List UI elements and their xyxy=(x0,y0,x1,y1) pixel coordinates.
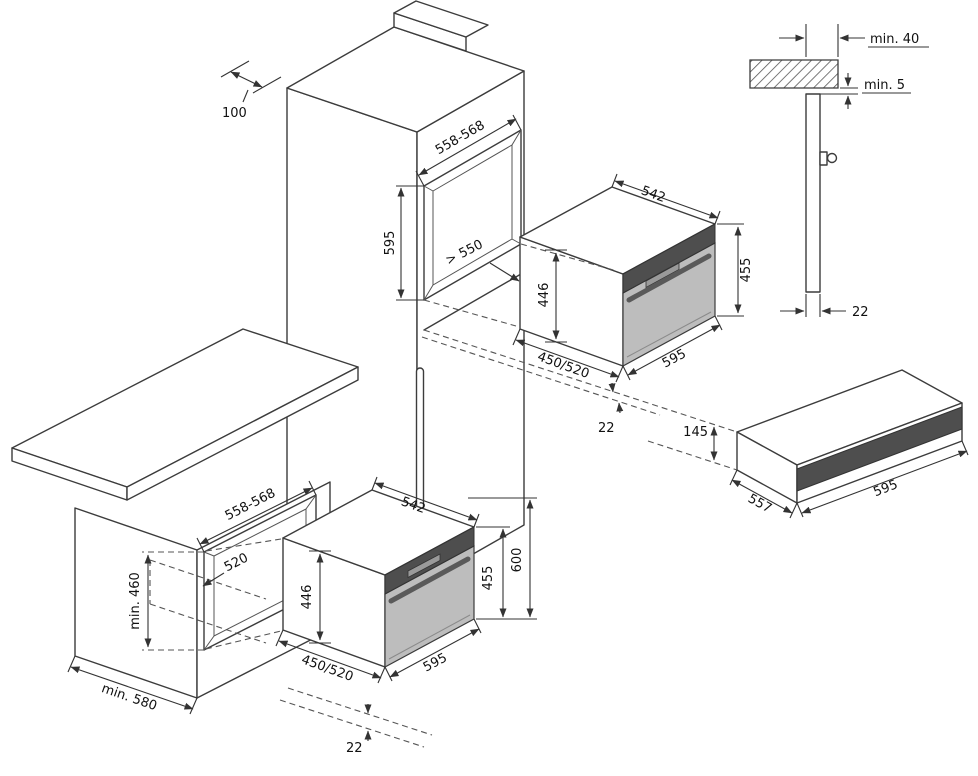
label-lower-oven-body-height: 446 xyxy=(300,585,315,610)
worktop-right-edge xyxy=(126,366,359,501)
base-cabinet xyxy=(11,328,359,699)
dim-tall-niche-height-ticks xyxy=(396,185,424,301)
warming-drawer xyxy=(736,369,963,504)
label-lower-oven-front-width: 595 xyxy=(421,650,450,675)
wall-detail-fitting-bracket xyxy=(819,151,828,166)
tall-cabinet-top-face xyxy=(286,26,525,133)
dim-tall-niche-width-ticks xyxy=(415,114,522,187)
label-lower-oven-front-offset: 22 xyxy=(346,741,363,756)
label-upper-oven-front-width: 595 xyxy=(660,346,689,371)
dim-lower-oven-worktop-height: 600 xyxy=(468,497,537,620)
dim-upper-oven-front-offset: 22 xyxy=(598,382,624,436)
dim-upper-oven-front-height: 455 xyxy=(717,223,754,317)
tall-cabinet-door-top-edge xyxy=(423,273,522,331)
dim-lower-oven-front-height: 455 xyxy=(476,526,510,620)
dim-upper-oven-front-width-ticks xyxy=(622,315,723,381)
label-upper-oven-depth: 450/520 xyxy=(535,349,591,382)
lower-oven-handle xyxy=(388,556,471,604)
upper-oven xyxy=(519,186,716,368)
dim-lower-oven-width-line xyxy=(374,482,478,521)
dashed-niche-to-oven-top xyxy=(520,243,618,272)
label-drawer-width: 595 xyxy=(871,477,900,500)
wall-detail-fitting-knob xyxy=(826,152,838,164)
label-upper-oven-body-height: 446 xyxy=(537,283,552,308)
dashed-lower-offset-line-2 xyxy=(279,699,425,748)
tall-cabinet-top-step-top xyxy=(393,0,489,38)
dim-drawer-depth-ticks xyxy=(729,469,798,519)
label-base-min-depth: min. 580 xyxy=(99,681,158,714)
dim-upper-oven-front-width-line xyxy=(627,324,721,376)
label-wall-min-gap: min. 5 xyxy=(864,78,905,93)
tall-cabinet-niche-inner xyxy=(423,129,522,301)
label-wall-offset: 100 xyxy=(222,106,247,121)
dim-upper-offset-arrow-top xyxy=(608,382,616,393)
dim-tall-niche-depth-arrow xyxy=(489,262,520,282)
label-wall-panel-thickness: 22 xyxy=(852,305,869,320)
lower-oven-display xyxy=(407,553,441,579)
dim-upper-offset-arrow-bottom xyxy=(616,402,624,414)
dim-wall-min-overhang: min. 40 xyxy=(779,24,929,57)
label-base-min-niche-height: min. 460 xyxy=(128,572,143,630)
dashed-drawer-top-alignment xyxy=(423,329,738,433)
dim-upper-oven-depth-ticks xyxy=(512,328,624,383)
dim-base-niche-width-ticks xyxy=(196,480,317,553)
dim-min40-extensions xyxy=(805,24,929,57)
label-lower-oven-worktop-height: 600 xyxy=(510,548,525,573)
tall-cabinet-front-face xyxy=(416,70,525,587)
dim-600-extensions xyxy=(468,497,537,620)
dim-lower-oven-width-ticks xyxy=(371,476,480,528)
label-upper-oven-front-height: 455 xyxy=(739,258,754,283)
label-drawer-depth: 557 xyxy=(745,491,774,516)
dashed-min460-extensions xyxy=(142,551,204,651)
dashed-lower-offset-line-1 xyxy=(287,687,433,736)
dim-drawer-depth-line xyxy=(731,479,793,514)
tall-cabinet xyxy=(286,0,525,587)
dim-wall22-extensions xyxy=(805,294,821,317)
wall-detail-worktop-section xyxy=(749,59,839,89)
dim-lower-oven-front-offset: 22 xyxy=(346,704,372,756)
dim-drawer-height: 145 xyxy=(683,425,718,461)
dim-base-niche-width-line xyxy=(199,487,313,545)
label-lower-oven-depth: 450/520 xyxy=(299,652,355,685)
upper-oven-control-panel xyxy=(622,223,716,294)
dim-wall-offset: 100 xyxy=(220,60,282,121)
dim-min5-extensions xyxy=(820,87,911,95)
dim-lower-oven-depth-ticks xyxy=(275,629,386,684)
label-upper-oven-front-offset: 22 xyxy=(598,421,615,436)
dim-wall-panel-thickness: 22 xyxy=(780,294,869,320)
dim-lower-oven-front-height-ticks xyxy=(476,526,510,620)
upper-oven-display xyxy=(645,262,680,289)
dashed-niche-to-oven-bottom xyxy=(423,299,517,327)
label-drawer-height: 145 xyxy=(683,425,708,440)
dim-tall-niche-width-line xyxy=(418,118,517,176)
dim-tall-niche-height: 595 xyxy=(383,185,424,301)
dim-base-niche-depth-arrow xyxy=(202,572,225,587)
wall-detail-side-panel xyxy=(805,93,821,293)
dim-wall-offset-line xyxy=(230,71,263,88)
dim-lower-oven-depth-line xyxy=(278,640,382,679)
dashed-drawer-bottom-alignment xyxy=(647,440,738,471)
dim-wall-offset-ticks xyxy=(220,60,282,103)
label-wall-min-overhang: min. 40 xyxy=(870,32,919,47)
dim-upper-oven-front-height-ticks xyxy=(717,223,744,317)
dim-upper-oven-depth-line xyxy=(515,339,620,378)
dim-drawer-width-line xyxy=(801,450,968,514)
dim-min580-line xyxy=(70,666,194,710)
upper-oven-handle xyxy=(626,253,712,303)
label-tall-niche-height: 595 xyxy=(383,231,398,256)
dim-upper-oven-width-line xyxy=(614,180,719,219)
dim-base-min-niche-height: min. 460 xyxy=(128,554,152,648)
dim-min580-ticks xyxy=(67,655,198,715)
label-lower-oven-front-height: 455 xyxy=(481,566,496,591)
dim-wall-min-gap: min. 5 xyxy=(820,73,911,109)
dim-upper-oven-body-height: 446 xyxy=(537,249,567,343)
wall-detail xyxy=(749,59,839,293)
dim-lower-oven-front-width-ticks xyxy=(384,618,482,682)
dim-lower-oven-front-width-line xyxy=(389,628,480,678)
dim-lower-oven-front-width: 595 xyxy=(384,618,482,682)
dim-drawer-width: 595 xyxy=(796,440,969,518)
